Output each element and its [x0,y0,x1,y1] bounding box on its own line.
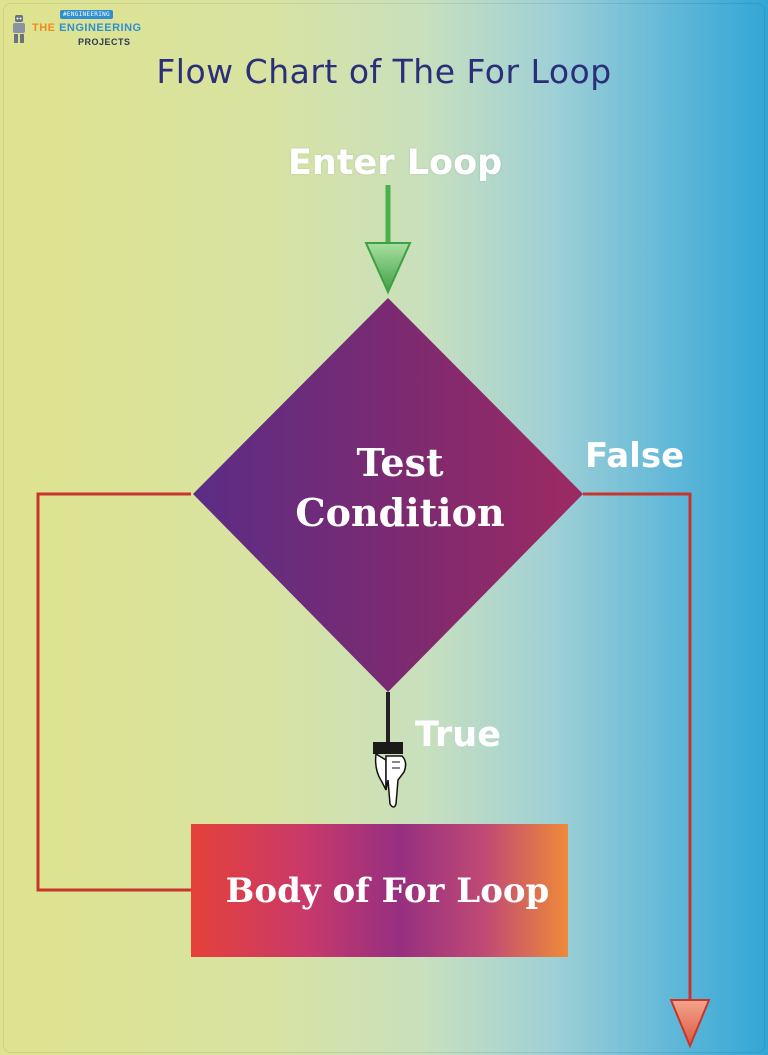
true-connector [373,692,407,808]
logo: #ENGINEERING THE ENGINEERING PROJECTS [8,6,148,50]
diagram-title: Flow Chart of The For Loop [156,52,612,91]
entry-arrow [364,185,412,295]
robot-icon [13,15,25,43]
exit-arrowhead [669,999,711,1049]
exit-connector [583,492,711,1049]
logo-brand-line2: PROJECTS [78,37,131,47]
decision-label-line1: Test [356,440,444,485]
logo-brand-engineering: ENGINEERING [59,22,142,34]
true-label: True [415,715,501,755]
logo-brand-the: THE [32,22,60,34]
decision-diamond [193,298,583,692]
pointing-hand-icon [373,742,407,808]
loop-body-label: Body of For Loop [225,870,550,911]
loop-back-connector [36,492,191,892]
enter-loop-label: Enter Loop [288,143,503,183]
page-frame [3,3,765,1053]
loop-body-box: Body of For Loop [191,824,568,957]
logo-tagline: #ENGINEERING [60,10,113,19]
false-label: False [585,436,685,476]
logo-brand-line1: THE ENGINEERING [32,22,142,34]
decision-label-line2: Condition [295,490,505,535]
decision-label: Test Condition [260,438,540,538]
